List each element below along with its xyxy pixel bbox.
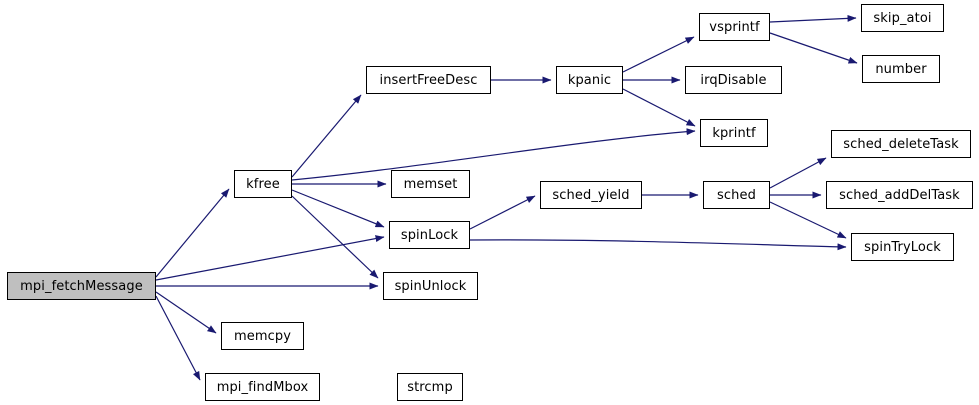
node-label-spinLock: spinLock [400,227,459,243]
node-vsprintf[interactable]: vsprintf [699,13,770,41]
edge-vsprintf-to-skip_atoi [769,14,857,23]
node-kpanic[interactable]: kpanic [556,66,623,94]
edge-kpanic-to-vsprintf [622,36,695,73]
node-insertFreeDesc[interactable]: insertFreeDesc [366,66,491,94]
edge-vsprintf-to-number [769,32,858,64]
edge-kfree-to-kprintf [291,128,696,181]
node-label-skip_atoi: skip_atoi [873,10,932,26]
edge-mpi_fetchMessage-to-memcpy [155,291,217,334]
node-label-strcmp: strcmp [407,379,453,395]
node-spinLock[interactable]: spinLock [389,221,470,249]
edge-spinLock-to-sched_yield [469,195,536,230]
node-spinUnlock[interactable]: spinUnlock [383,272,478,300]
node-sched_deleteTask[interactable]: sched_deleteTask [831,130,971,158]
node-mpi_fetchMessage[interactable]: mpi_fetchMessage [7,272,156,300]
node-memcpy[interactable]: memcpy [221,322,304,350]
edge-sched-to-spinTryLock [769,201,847,239]
node-kfree[interactable]: kfree [234,170,292,198]
node-sched_addDelTask[interactable]: sched_addDelTask [826,181,973,209]
node-label-spinUnlock: spinUnlock [394,278,467,294]
node-skip_atoi[interactable]: skip_atoi [861,4,944,32]
edge-kfree-to-spinLock [291,189,385,228]
node-label-sched: sched [717,187,756,203]
node-strcmp[interactable]: strcmp [397,373,463,401]
node-label-insertFreeDesc: insertFreeDesc [379,72,478,88]
edge-kpanic-to-kprintf [622,88,696,127]
edge-mpi_fetchMessage-to-kfree [155,188,230,278]
node-label-sched_addDelTask: sched_addDelTask [839,187,960,203]
node-label-kpanic: kpanic [567,72,612,88]
node-label-kfree: kfree [246,176,280,192]
node-label-mpi_fetchMessage: mpi_fetchMessage [20,278,143,294]
edge-mpi_fetchMessage-to-spinLock [155,235,385,281]
node-spinTryLock[interactable]: spinTryLock [851,233,954,261]
node-label-irqDisable: irqDisable [700,72,767,88]
edge-spinLock-to-spinTryLock [469,239,847,251]
edge-sched-to-sched_deleteTask [769,157,827,189]
node-label-mpi_findMbox: mpi_findMbox [216,379,309,395]
node-irqDisable[interactable]: irqDisable [685,66,782,94]
node-number[interactable]: number [862,55,940,83]
node-sched_yield[interactable]: sched_yield [540,181,642,209]
node-label-vsprintf: vsprintf [709,19,760,35]
edge-kfree-to-spinUnlock [291,195,379,279]
node-label-sched_yield: sched_yield [552,187,630,203]
node-label-memcpy: memcpy [233,328,292,344]
node-kprintf[interactable]: kprintf [700,119,768,147]
node-label-number: number [875,61,927,77]
node-sched[interactable]: sched [703,181,770,209]
edge-mpi_fetchMessage-to-mpi_findMbox [155,295,201,381]
node-label-spinTryLock: spinTryLock [864,239,941,255]
node-label-kprintf: kprintf [712,125,756,141]
edge-kfree-to-insertFreeDesc [291,94,362,178]
node-label-memset: memset [403,176,458,192]
node-mpi_findMbox[interactable]: mpi_findMbox [205,373,320,401]
node-label-sched_deleteTask: sched_deleteTask [843,136,959,152]
node-memset[interactable]: memset [391,170,470,198]
edges-group [155,14,858,381]
